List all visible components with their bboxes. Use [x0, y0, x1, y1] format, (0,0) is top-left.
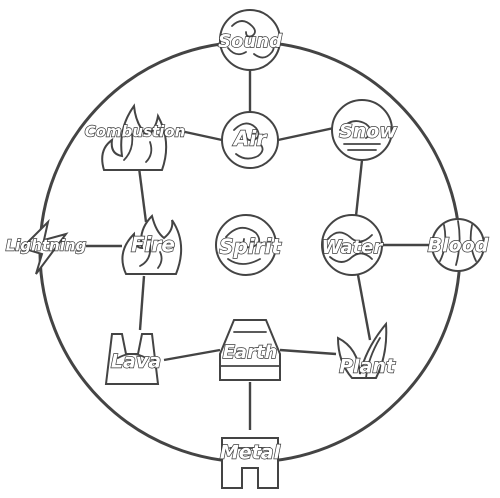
node-label-blood: Blood	[428, 235, 489, 257]
edge-air-combustion	[175, 128, 223, 142]
node-label-snow: Snow	[339, 121, 397, 143]
lightning-bolt-icon	[20, 218, 69, 275]
node-label-sound: Sound	[218, 31, 283, 52]
node-label-water: Water	[322, 237, 384, 258]
water-wave-icon	[321, 214, 383, 276]
node-label-lava: Lava	[111, 351, 161, 373]
metal-block-icon	[221, 437, 279, 489]
plant-leaf-icon	[336, 321, 388, 379]
fire-icon	[121, 214, 183, 275]
edge-air-snow	[277, 126, 335, 142]
node-label-lightning: Lightning	[6, 237, 87, 255]
blood-drop-icon	[431, 218, 485, 272]
lava-rock-icon	[104, 333, 160, 385]
edge-plant-water	[356, 274, 372, 341]
earth-block-icon	[219, 319, 281, 381]
combustion-flame-icon	[101, 103, 168, 171]
sound-icon	[219, 9, 281, 71]
snow-swirl-icon	[331, 99, 393, 161]
air-swirl-icon	[221, 111, 279, 169]
node-label-combustion: Combustion	[85, 123, 186, 141]
node-label-earth: Earth	[223, 342, 278, 363]
node-label-spirit: Spirit	[219, 235, 282, 259]
edge-fire-lava	[138, 275, 146, 331]
edge-lava-earth	[163, 348, 221, 362]
edge-earth-plant	[279, 348, 337, 356]
node-label-air: Air	[232, 127, 267, 151]
node-label-plant: Plant	[339, 356, 396, 378]
node-label-metal: Metal	[220, 442, 281, 464]
spirit-swirl-icon	[215, 214, 277, 276]
edge-snow-water	[354, 159, 364, 217]
node-label-fire: Fire	[131, 233, 175, 257]
